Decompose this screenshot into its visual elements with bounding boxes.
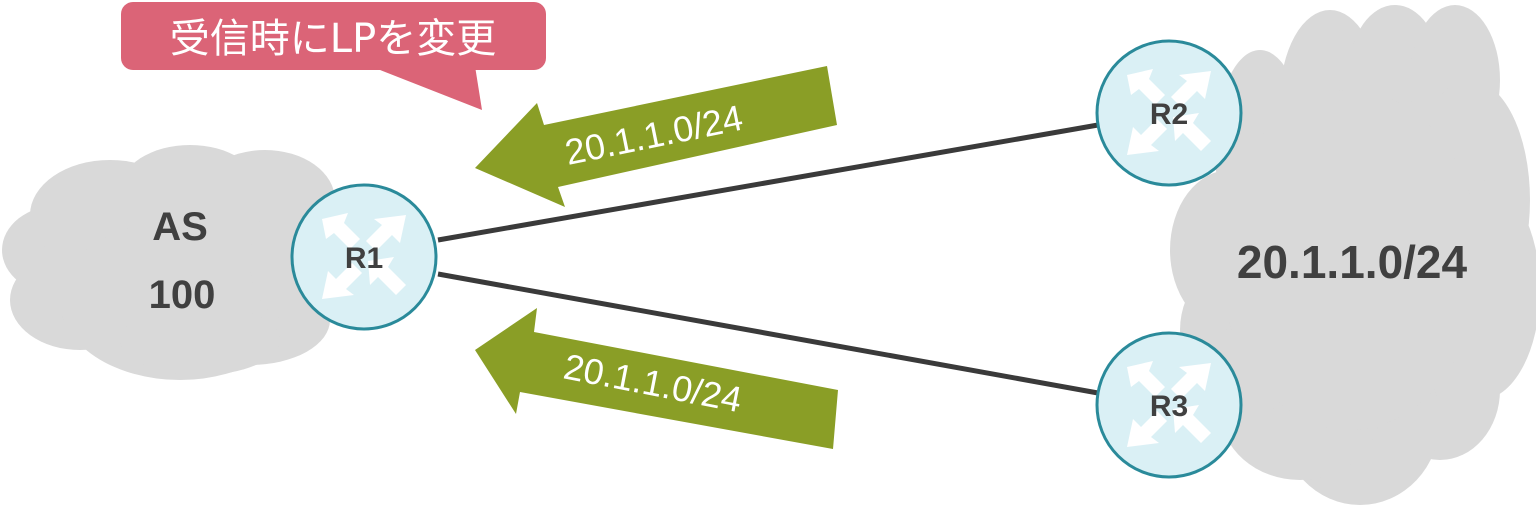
callout-bubble: 受信時にLPを変更 bbox=[121, 2, 546, 110]
router-r2[interactable]: R2 bbox=[1095, 39, 1243, 187]
link-r1-r2 bbox=[437, 122, 1099, 243]
router-label: R1 bbox=[345, 242, 383, 275]
as100-cloud: AS 100 bbox=[2, 145, 335, 380]
callout-text: 受信時にLPを変更 bbox=[170, 16, 496, 62]
network-prefix-label: 20.1.1.0/24 bbox=[1237, 236, 1468, 288]
route-advertisement-arrow-r2: 20.1.1.0/24 bbox=[475, 66, 837, 207]
router-label: R2 bbox=[1150, 98, 1188, 131]
link-r1-r3 bbox=[437, 271, 1099, 396]
as-number: 100 bbox=[149, 273, 216, 317]
links bbox=[437, 122, 1099, 396]
router-r3[interactable]: R3 bbox=[1095, 331, 1243, 479]
router-r1[interactable]: R1 bbox=[290, 183, 438, 331]
route-advertisement-arrow-r3: 20.1.1.0/24 bbox=[475, 308, 838, 449]
as-label: AS bbox=[152, 205, 208, 249]
router-label: R3 bbox=[1150, 390, 1188, 423]
destination-network-cloud: 20.1.1.0/24 bbox=[1170, 5, 1536, 505]
